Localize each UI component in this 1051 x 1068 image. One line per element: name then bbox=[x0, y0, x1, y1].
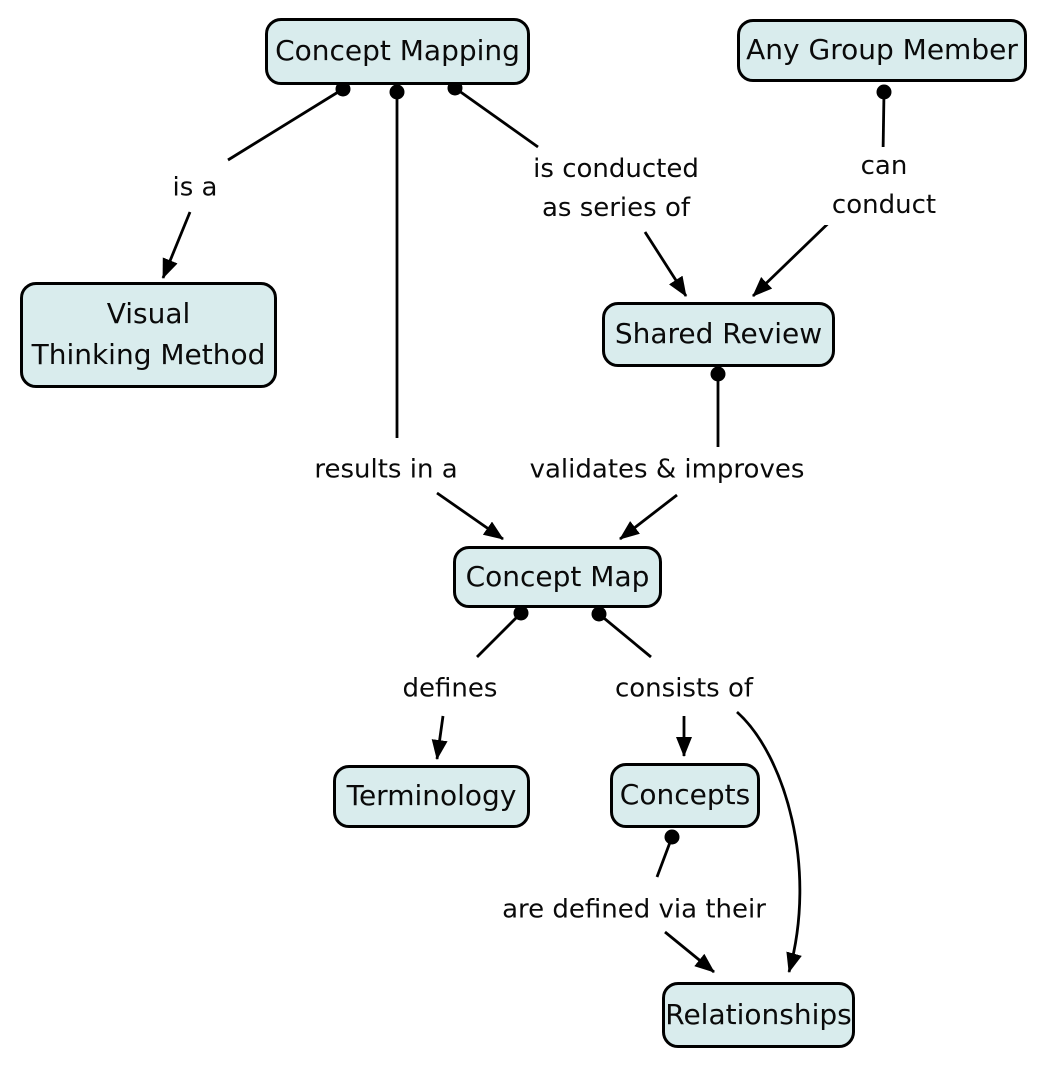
edge-arrow bbox=[752, 210, 841, 298]
node-terminology[interactable]: Terminology bbox=[333, 765, 530, 828]
edge-arrow bbox=[643, 231, 688, 297]
edge-line bbox=[454, 86, 539, 149]
edge-arrow-curve bbox=[736, 710, 802, 973]
edge-arrow bbox=[431, 715, 448, 760]
edge-line bbox=[881, 91, 886, 156]
node-relationships[interactable]: Relationships bbox=[662, 982, 855, 1048]
node-visual-thinking-method[interactable]: Visual Thinking Method bbox=[20, 282, 277, 388]
node-concept-map[interactable]: Concept Map bbox=[453, 546, 662, 608]
node-any-group-member[interactable]: Any Group Member bbox=[737, 19, 1027, 82]
edge-arrow bbox=[161, 211, 192, 279]
edge-label-are-defined-via-their: are defined via their bbox=[498, 890, 770, 930]
node-concept-mapping[interactable]: Concept Mapping bbox=[265, 18, 530, 85]
edge-label-consists-of: consists of bbox=[610, 669, 758, 709]
edge-label-validates-and-improves: validates & improves bbox=[525, 450, 809, 490]
edge-arrow bbox=[436, 491, 504, 541]
edge-label-is-conducted-as-series-of: is conducted as series of bbox=[529, 150, 703, 228]
edge-label-is-a: is a bbox=[168, 168, 222, 208]
edge-line bbox=[227, 87, 344, 162]
node-shared-review[interactable]: Shared Review bbox=[602, 302, 835, 367]
edge-line bbox=[476, 612, 522, 658]
edge-label-defines: defines bbox=[398, 669, 502, 709]
edge-line bbox=[598, 612, 652, 659]
edge-line bbox=[655, 836, 674, 878]
edge-label-results-in-a: results in a bbox=[310, 450, 462, 490]
edge-arrow bbox=[619, 493, 678, 541]
node-concepts[interactable]: Concepts bbox=[610, 763, 760, 828]
edge-arrow bbox=[664, 930, 715, 974]
edge-label-can-conduct: can conduct bbox=[800, 147, 968, 225]
